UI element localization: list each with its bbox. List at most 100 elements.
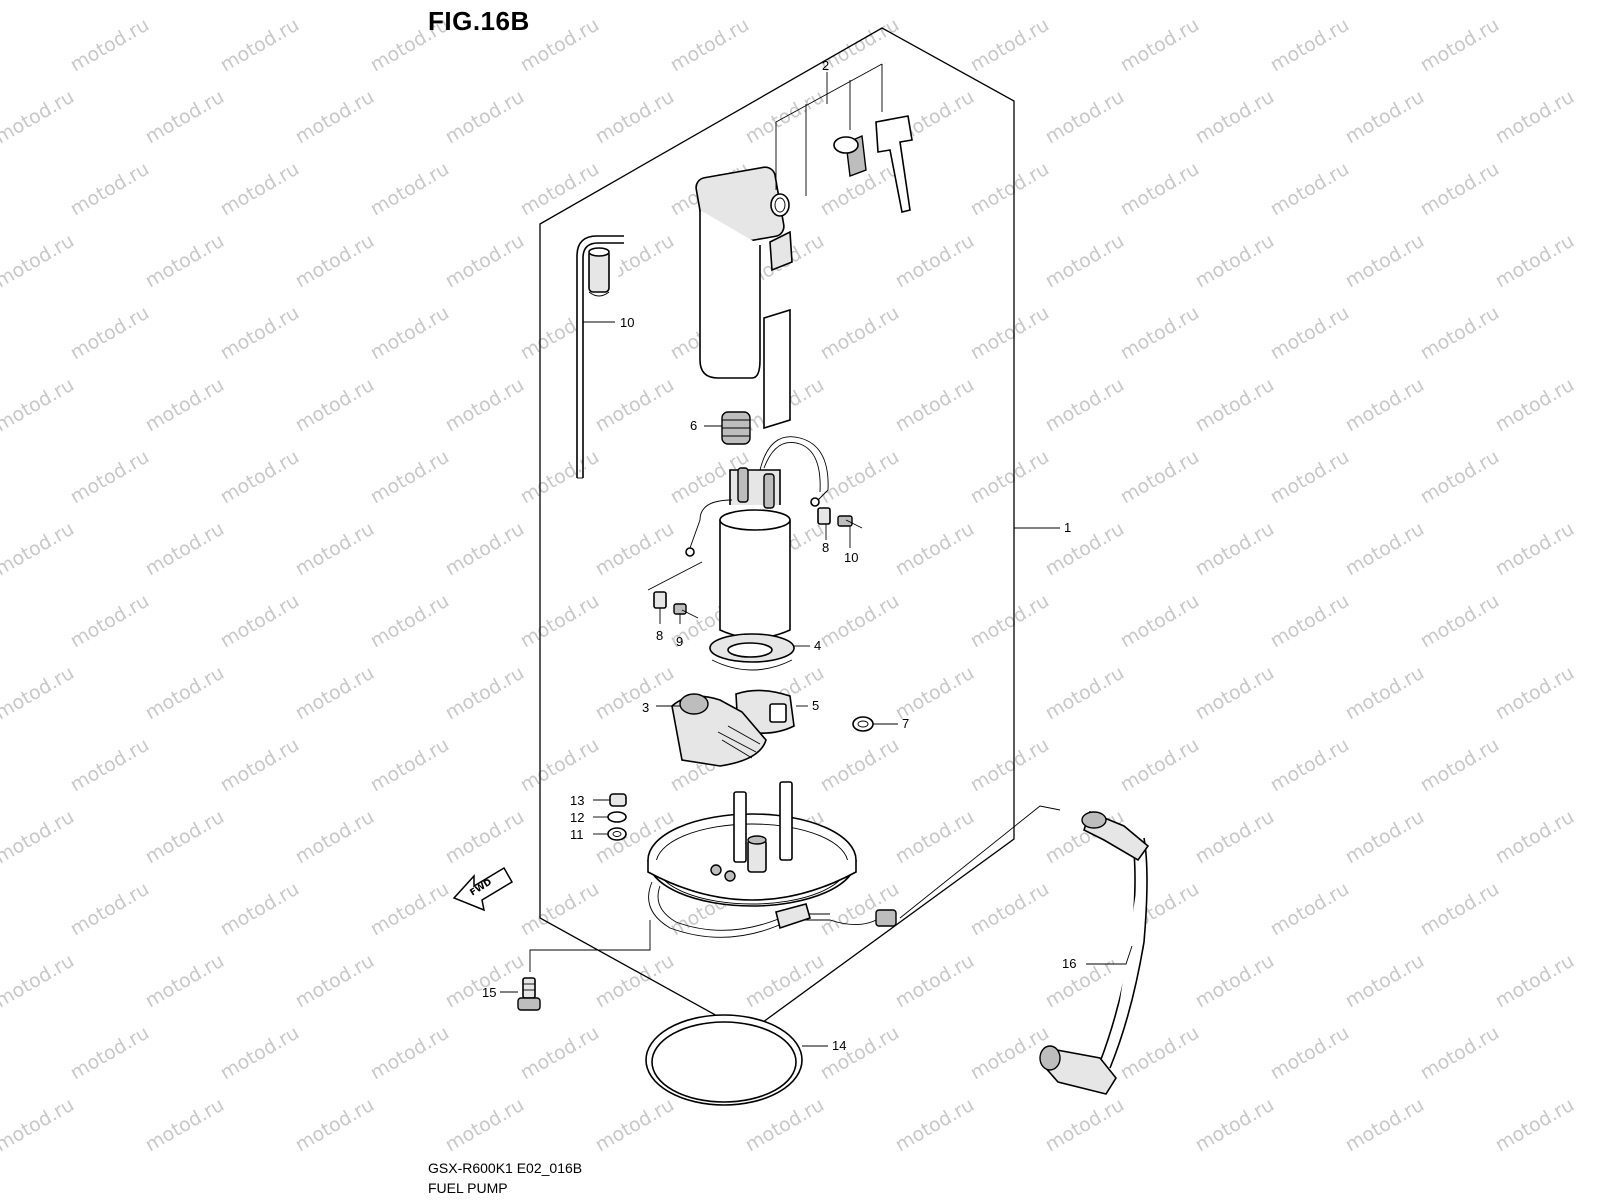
watermark-text: motod.ru	[367, 1022, 453, 1085]
watermark-text: motod.ru	[142, 662, 228, 725]
watermark-text: motod.ru	[217, 734, 303, 797]
watermark-text: motod.ru	[1192, 86, 1278, 149]
watermark-text: motod.ru	[967, 590, 1053, 653]
watermark-text: motod.ru	[1117, 1022, 1203, 1085]
watermark-text: motod.ru	[292, 1094, 378, 1157]
callout-10-right: 10	[844, 550, 858, 565]
watermark-text: motod.ru	[292, 662, 378, 725]
watermark-text: motod.ru	[442, 1094, 528, 1157]
watermark-text: motod.ru	[67, 1022, 153, 1085]
clip-screw-left-part	[647, 561, 703, 619]
watermark-text: motod.ru	[1042, 230, 1128, 293]
watermark-text: motod.ru	[592, 518, 678, 581]
watermark-text: motod.ru	[217, 590, 303, 653]
watermark-text: motod.ru	[1192, 950, 1278, 1013]
pump-holder-part	[671, 689, 795, 767]
callout-5: 5	[812, 698, 819, 713]
watermark-text: motod.ru	[1267, 302, 1353, 365]
watermark-text: motod.ru	[0, 806, 78, 869]
watermark-text: motod.ru	[367, 590, 453, 653]
watermark-text: motod.ru	[442, 806, 528, 869]
callout-4: 4	[814, 638, 821, 653]
watermark-text: motod.ru	[967, 734, 1053, 797]
watermark-text: motod.ru	[892, 374, 978, 437]
watermark-text: motod.ru	[1267, 878, 1353, 941]
watermark-text: motod.ru	[1042, 374, 1128, 437]
callout-1: 1	[1064, 520, 1071, 535]
watermark-text: motod.ru	[967, 1022, 1053, 1085]
callout-15: 15	[482, 985, 496, 1000]
watermark-text: motod.ru	[1342, 662, 1428, 725]
watermark-text: motod.ru	[217, 446, 303, 509]
callout-2: 2	[822, 58, 829, 73]
watermark-text: motod.ru	[142, 86, 228, 149]
watermark-text: motod.ru	[367, 446, 453, 509]
watermark-text: motod.ru	[1192, 806, 1278, 869]
watermark-text: motod.ru	[442, 662, 528, 725]
watermark-text: motod.ru	[517, 734, 603, 797]
watermark-text: motod.ru	[142, 374, 228, 437]
watermark-text: motod.ru	[817, 590, 903, 653]
watermark-text: motod.ru	[1342, 1094, 1428, 1157]
watermark-text: motod.ru	[1192, 1094, 1278, 1157]
callout-10-top: 10	[620, 315, 634, 330]
watermark-text: motod.ru	[1117, 158, 1203, 221]
watermark-text: motod.ru	[217, 158, 303, 221]
watermark-text: motod.ru	[517, 1022, 603, 1085]
watermark-text: motod.ru	[142, 950, 228, 1013]
bolt-part	[517, 920, 651, 1011]
callout-12: 12	[570, 810, 584, 825]
fuel-hose-part	[899, 805, 1150, 1095]
watermark-text: motod.ru	[1117, 446, 1203, 509]
watermark-text: motod.ru	[517, 446, 603, 509]
watermark-text: motod.ru	[0, 86, 78, 149]
watermark-text: motod.ru	[292, 806, 378, 869]
watermark-text: motod.ru	[1417, 590, 1503, 653]
watermark-text: motod.ru	[967, 878, 1053, 941]
watermark-text: motod.ru	[517, 590, 603, 653]
watermark-text: motod.ru	[967, 158, 1053, 221]
callout-8-left: 8	[656, 628, 663, 643]
watermark-text: motod.ru	[1492, 230, 1578, 293]
watermark-text: motod.ru	[667, 14, 753, 77]
callout-8-right: 8	[822, 540, 829, 555]
watermark-text: motod.ru	[67, 734, 153, 797]
callout-3: 3	[642, 700, 649, 715]
watermark-text: motod.ru	[292, 230, 378, 293]
watermark-text: motod.ru	[67, 590, 153, 653]
watermark-text: motod.ru	[967, 446, 1053, 509]
watermark-text: motod.ru	[892, 230, 978, 293]
watermark-text: motod.ru	[517, 878, 603, 941]
clip-screw-right-part	[817, 507, 863, 529]
watermark-text: motod.ru	[1417, 14, 1503, 77]
watermark-text: motod.ru	[292, 518, 378, 581]
watermark-text: motod.ru	[142, 230, 228, 293]
watermark-text: motod.ru	[892, 1094, 978, 1157]
watermark-text: motod.ru	[1267, 14, 1353, 77]
watermark-text: motod.ru	[367, 734, 453, 797]
model-code: GSX-R600K1 E02_016B	[428, 1160, 583, 1176]
forward-direction-arrow-icon: FWD	[452, 866, 514, 912]
watermark-text: motod.ru	[142, 518, 228, 581]
watermark-text: motod.ru	[292, 950, 378, 1013]
watermark-text: motod.ru	[1117, 302, 1203, 365]
watermark-text: motod.ru	[1042, 662, 1128, 725]
watermark-text: motod.ru	[1492, 1094, 1578, 1157]
watermark-text: motod.ru	[217, 302, 303, 365]
watermark-text: motod.ru	[592, 662, 678, 725]
pump-motor-part	[685, 436, 829, 639]
watermark-text: motod.ru	[1492, 86, 1578, 149]
watermark-text: motod.ru	[1267, 1022, 1353, 1085]
callout-numbers: 1 2 3 4 5 6 7 8 8 9 10 10 11 12 13 14 15…	[482, 58, 1076, 1053]
watermark-text: motod.ru	[1192, 230, 1278, 293]
watermark-text: motod.ru	[517, 158, 603, 221]
watermark-text: motod.ru	[67, 302, 153, 365]
watermark-text: motod.ru	[1117, 14, 1203, 77]
watermark-text: motod.ru	[1492, 806, 1578, 869]
watermark-text: motod.ru	[0, 662, 78, 725]
watermark-text: motod.ru	[1042, 86, 1128, 149]
watermark-text: motod.ru	[367, 158, 453, 221]
watermark-text: motod.ru	[1267, 590, 1353, 653]
watermark-text: motod.ru	[292, 86, 378, 149]
